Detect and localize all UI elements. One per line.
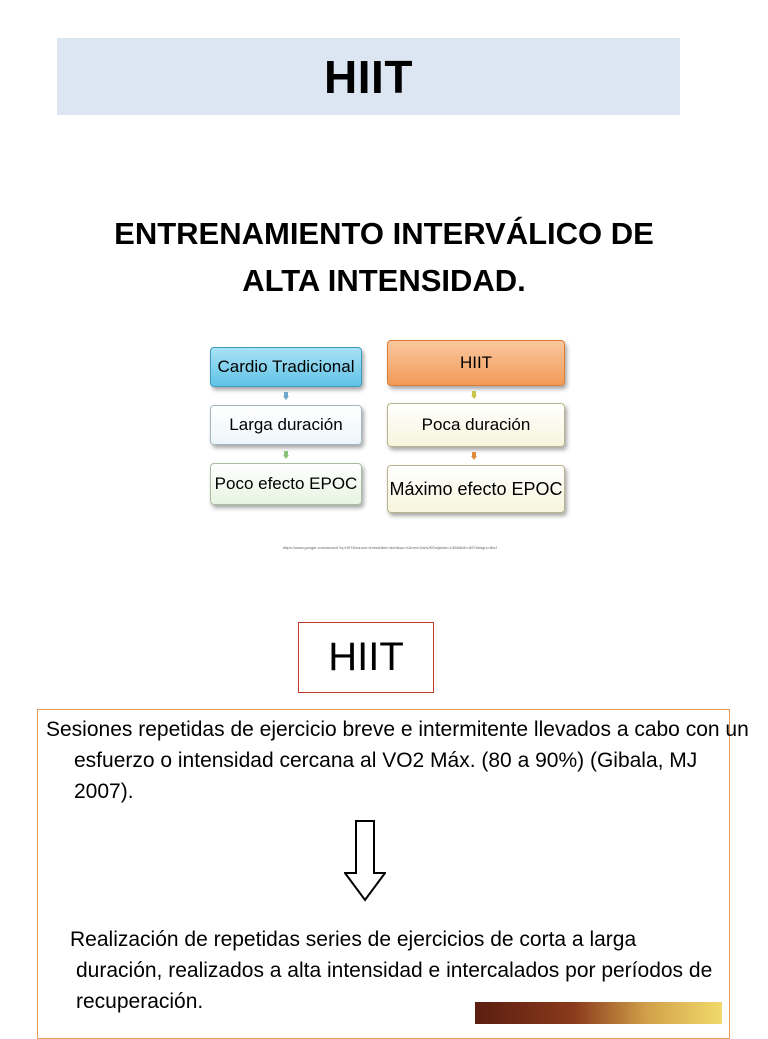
paragraph-definition: Sesiones repetidas de ejercicio breve e … bbox=[46, 718, 749, 803]
poca-duracion-box: Poca duración bbox=[387, 403, 565, 447]
hiit-box: HIIT bbox=[387, 340, 565, 386]
subtitle-line-1: ENTRENAMIENTO INTERVÁLICO DE bbox=[114, 216, 654, 251]
source-caption: https://www.google.com/search?q=HIIT&sou… bbox=[282, 545, 498, 550]
subtitle: ENTRENAMIENTO INTERVÁLICO DE ALTA INTENS… bbox=[60, 210, 708, 304]
arrow-down-icon bbox=[471, 391, 477, 399]
poco-efecto-epoc-box: Poco efecto EPOC bbox=[210, 463, 362, 505]
comparison-diagram: Cardio Tradicional Larga duración Poco e… bbox=[205, 335, 575, 520]
title-band: HIIT bbox=[57, 38, 680, 115]
arrow-down-icon bbox=[283, 451, 289, 459]
hiit-heading: HIIT bbox=[298, 622, 434, 693]
paragraph-explanation: Realización de repetidas series de ejerc… bbox=[70, 924, 720, 1017]
paragraph-explanation-text: Realización de repetidas series de ejerc… bbox=[70, 928, 713, 1013]
subtitle-line-2: ALTA INTENSIDAD. bbox=[242, 263, 526, 298]
person-photo bbox=[475, 1002, 722, 1024]
arrow-down-icon bbox=[283, 392, 289, 400]
down-arrow-icon bbox=[344, 820, 386, 902]
cardio-tradicional-box: Cardio Tradicional bbox=[210, 347, 362, 387]
larga-duracion-box: Larga duración bbox=[210, 405, 362, 445]
hiit-heading-text: HIIT bbox=[328, 635, 404, 679]
arrow-down-icon bbox=[471, 452, 477, 460]
maximo-efecto-epoc-box: Máximo efecto EPOC bbox=[387, 465, 565, 513]
page-title: HIIT bbox=[324, 50, 413, 103]
